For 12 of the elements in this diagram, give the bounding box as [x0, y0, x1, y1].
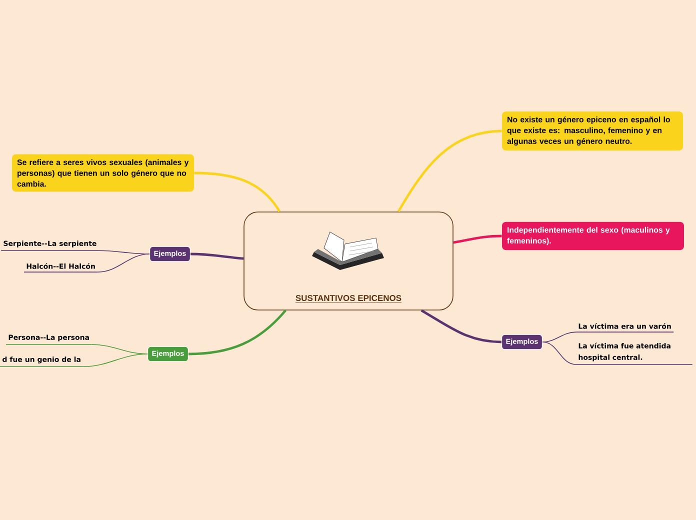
branch-line [542, 332, 576, 342]
branch-line [190, 252, 244, 260]
branch-line [397, 130, 502, 212]
branch-line [97, 254, 150, 272]
branch-line [188, 310, 286, 356]
branch-line [420, 309, 502, 344]
branch-line [542, 342, 576, 365]
branch-line [453, 234, 502, 244]
branch-line [98, 250, 150, 254]
topic-box: SUSTANTIVOS EPICENOS [244, 212, 454, 310]
branch-line [194, 172, 281, 212]
branch-line [82, 354, 148, 368]
